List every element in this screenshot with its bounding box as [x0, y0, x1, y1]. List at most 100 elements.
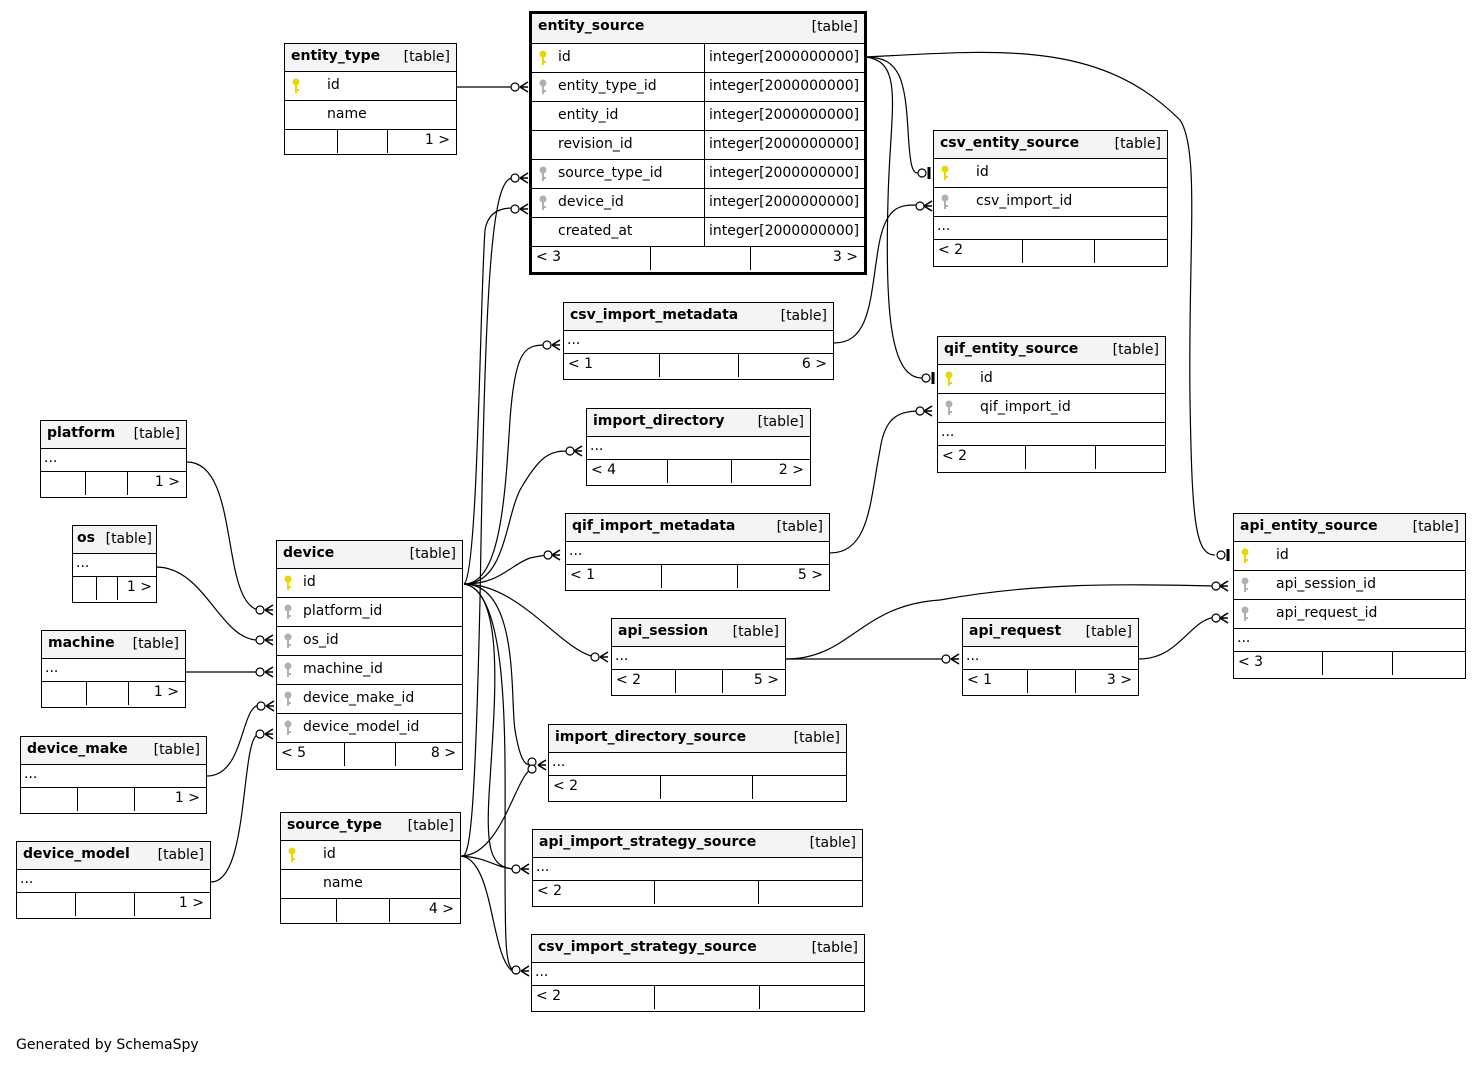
more-columns[interactable]: ...	[21, 765, 206, 788]
column-name: source_type_id	[558, 165, 663, 181]
table-device[interactable]: device[table] id platform_id os_id machi…	[276, 540, 463, 770]
table-name: device_model	[23, 846, 130, 862]
table-name: source_type	[287, 817, 382, 833]
parent-count: < 2	[616, 672, 642, 688]
more-columns[interactable]: ...	[532, 963, 864, 986]
more-columns[interactable]: ...	[566, 542, 829, 565]
more-columns[interactable]: ...	[41, 449, 186, 472]
child-count: 2 >	[778, 462, 804, 478]
column-row[interactable]: device_model_id	[277, 714, 462, 743]
more-columns[interactable]: ...	[934, 217, 1167, 240]
column-row[interactable]: id	[281, 841, 460, 870]
more-columns[interactable]: ...	[533, 858, 862, 881]
column-row[interactable]: id	[938, 365, 1165, 394]
table-name: import_directory_source	[555, 729, 747, 745]
key-icon	[292, 78, 300, 93]
table-machine[interactable]: machine[table] ... 1 >	[41, 630, 186, 708]
column-row[interactable]: id	[285, 72, 456, 101]
column-row[interactable]: os_id	[277, 627, 462, 656]
table-api-entity-source[interactable]: api_entity_source[table] id api_session_…	[1233, 513, 1466, 679]
more-columns[interactable]: ...	[42, 659, 185, 682]
column-row[interactable]: machine_id	[277, 656, 462, 685]
child-count: 1 >	[126, 579, 152, 595]
ellipsis: ...	[590, 438, 604, 454]
column-row[interactable]: name	[285, 101, 456, 130]
column-row[interactable]: qif_import_id	[938, 394, 1165, 423]
more-columns[interactable]: ...	[938, 423, 1165, 446]
more-columns[interactable]: ...	[549, 753, 846, 776]
ellipsis: ...	[937, 218, 951, 234]
key-icon	[941, 165, 949, 180]
credit-text: Generated by SchemaSpy	[16, 1037, 199, 1053]
more-columns[interactable]: ...	[17, 870, 210, 893]
more-columns[interactable]: ...	[1234, 629, 1465, 652]
more-columns[interactable]: ...	[587, 437, 810, 460]
column-row[interactable]: device_make_id	[277, 685, 462, 714]
table-csv-entity-source[interactable]: csv_entity_source[table] id csv_import_i…	[933, 130, 1168, 267]
key-icon	[539, 79, 547, 94]
table-source-type[interactable]: source_type[table] id name 4 >	[280, 812, 461, 924]
ellipsis: ...	[20, 871, 34, 887]
column-name: revision_id	[558, 136, 633, 152]
table-platform[interactable]: platform[table] ... 1 >	[40, 420, 187, 498]
column-name: qif_import_id	[980, 399, 1071, 415]
ellipsis: ...	[536, 859, 550, 875]
parent-count: < 2	[537, 883, 563, 899]
table-entity-type[interactable]: entity_type[table] id name 1 >	[284, 43, 457, 155]
table-header: qif_entity_source[table]	[938, 337, 1165, 365]
column-row[interactable]: platform_id	[277, 598, 462, 627]
table-qif-entity-source[interactable]: qif_entity_source[table] id qif_import_i…	[937, 336, 1166, 473]
child-count: 4 >	[428, 901, 454, 917]
table-footer: < 2	[934, 240, 1167, 263]
column-row[interactable]: api_request_id	[1234, 600, 1465, 629]
column-row[interactable]: name	[281, 870, 460, 899]
child-count: 5 >	[753, 672, 779, 688]
key-icon	[539, 166, 547, 181]
column-name: id	[980, 370, 993, 386]
table-header: csv_import_strategy_source[table]	[532, 935, 864, 963]
table-import-directory-source[interactable]: import_directory_source[table] ... < 2	[548, 724, 847, 802]
column-row[interactable]: csv_import_id	[934, 188, 1167, 217]
table-header: device_make[table]	[21, 737, 206, 765]
table-tag: [table]	[811, 19, 858, 35]
key-icon	[288, 847, 296, 862]
ellipsis: ...	[45, 660, 59, 676]
table-header: entity_type[table]	[285, 44, 456, 72]
parent-count: < 3	[536, 249, 562, 265]
table-os[interactable]: os[table] ... 1 >	[72, 525, 157, 603]
ellipsis: ...	[567, 332, 581, 348]
more-columns[interactable]: ...	[963, 647, 1138, 670]
key-icon	[539, 50, 547, 65]
table-header: csv_entity_source[table]	[934, 131, 1167, 159]
column-row[interactable]: id	[934, 159, 1167, 188]
column-row[interactable]: id	[277, 569, 462, 598]
table-csv-import-strategy-source[interactable]: csv_import_strategy_source[table] ... < …	[531, 934, 865, 1012]
table-device-make[interactable]: device_make[table] ... 1 >	[20, 736, 207, 814]
table-name: platform	[47, 425, 116, 441]
parent-count: < 2	[536, 988, 562, 1004]
key-icon	[1241, 548, 1249, 563]
more-columns[interactable]: ...	[73, 554, 156, 577]
column-row[interactable]: id	[1234, 542, 1465, 571]
table-api-import-strategy-source[interactable]: api_import_strategy_source[table] ... < …	[532, 829, 863, 907]
table-tag: [table]	[105, 531, 152, 547]
more-columns[interactable]: ...	[564, 331, 833, 354]
column-row[interactable]: api_session_id	[1234, 571, 1465, 600]
table-device-model[interactable]: device_model[table] ... 1 >	[16, 841, 211, 919]
more-columns[interactable]: ...	[612, 647, 785, 670]
